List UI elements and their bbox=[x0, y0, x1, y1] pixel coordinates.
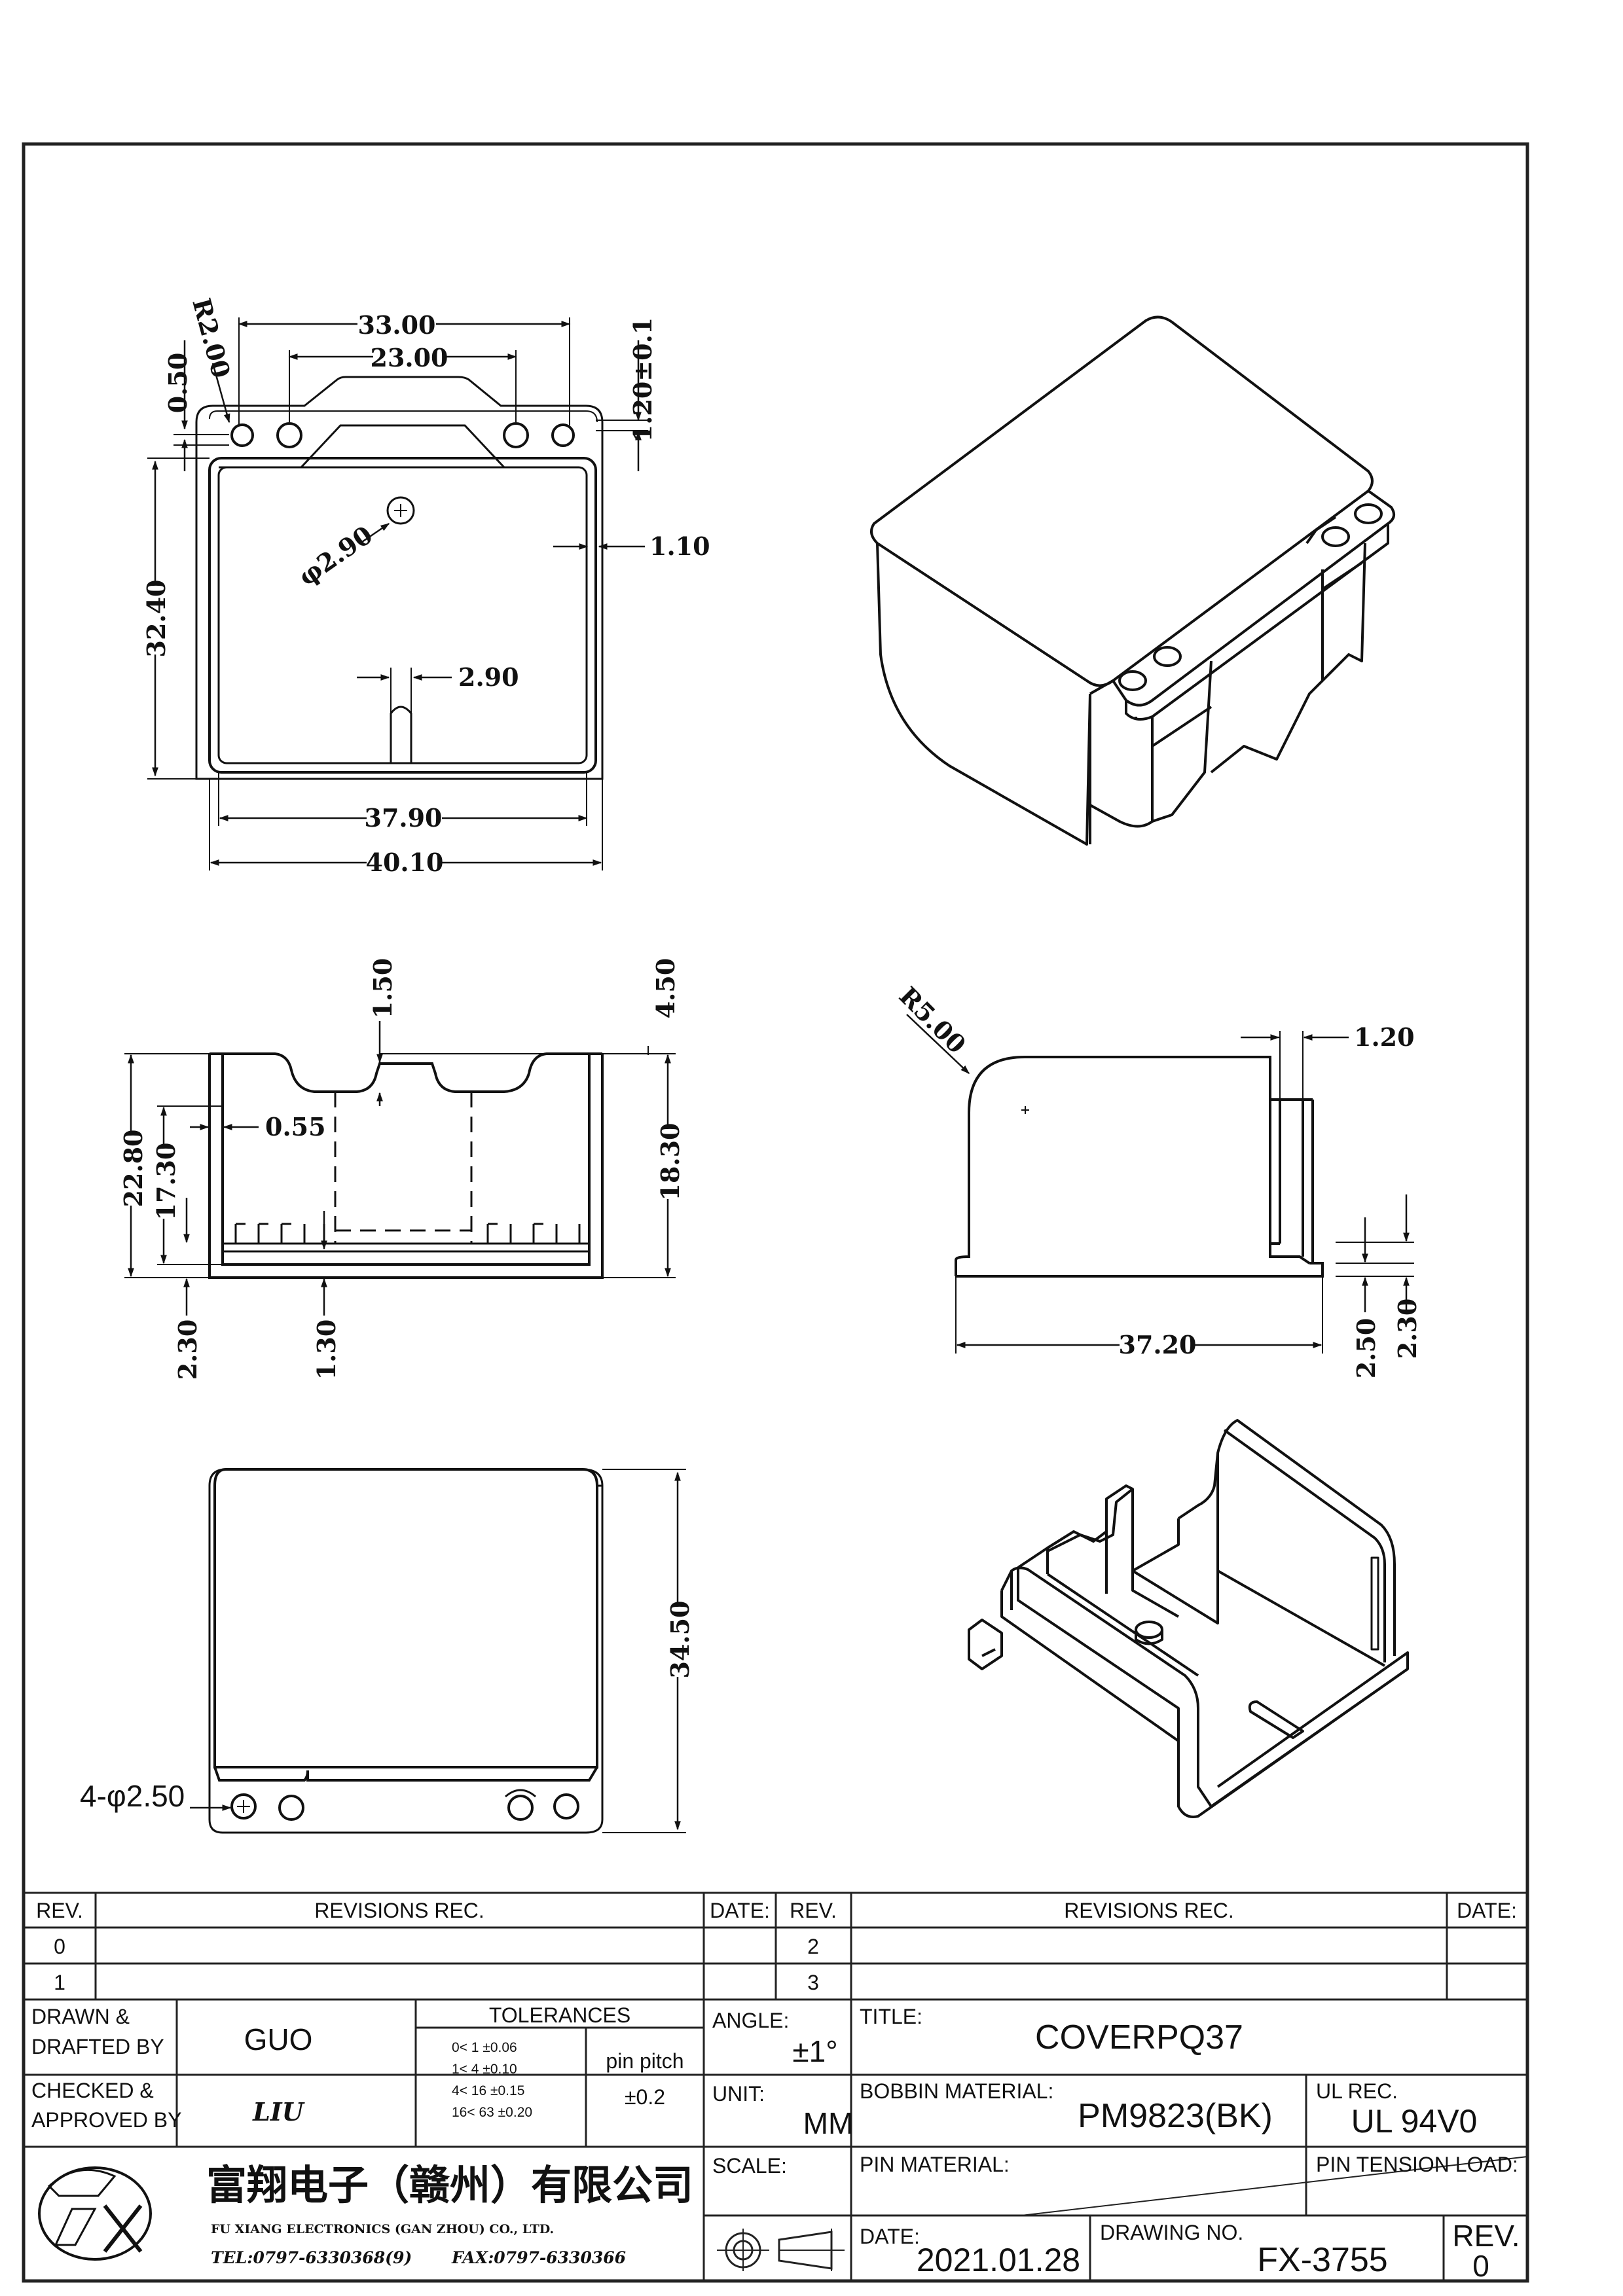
dim-1-20-side: 1.20 bbox=[1354, 1022, 1415, 1052]
rev-row-1: 1 bbox=[54, 1971, 65, 1994]
dim-phi-2-90: φ2.90 bbox=[293, 520, 378, 592]
dim-0-55: 0.55 bbox=[265, 1112, 326, 1141]
ul-rec-value: UL 94V0 bbox=[1351, 2103, 1478, 2140]
isometric-cover-view bbox=[870, 315, 1395, 846]
company-logo bbox=[38, 2166, 152, 2261]
rev-label: REV. bbox=[1452, 2219, 1520, 2253]
dim-23: 23.00 bbox=[371, 343, 448, 372]
date-value: 2021.01.28 bbox=[917, 2242, 1080, 2278]
rev-row-0: 0 bbox=[54, 1935, 65, 1958]
drawing-frame bbox=[22, 142, 1529, 2283]
unit-value: MM bbox=[803, 2106, 854, 2140]
dim-32-40: 32.40 bbox=[141, 580, 171, 658]
side-view-dimensions: R5.00 1.20 37.20 2.50 2.30 bbox=[894, 981, 1422, 1379]
tolerance-row-3: 16< 63 ±0.20 bbox=[452, 2105, 532, 2120]
pin-pitch-value: ±0.2 bbox=[625, 2085, 665, 2109]
tolerance-row-1: 1< 4 ±0.10 bbox=[452, 2062, 517, 2077]
pin-tension-label: PIN TENSION LOAD: bbox=[1316, 2153, 1518, 2176]
date-header-right: DATE: bbox=[1457, 1899, 1517, 1922]
dim-2-90: 2.90 bbox=[458, 662, 519, 692]
approvals: DRAWN & DRAFTED BY GUO CHECKED & APPROVE… bbox=[31, 2003, 684, 2132]
company-name-en: FU XIANG ELECTRONICS (GAN ZHOU) CO., LTD… bbox=[211, 2222, 554, 2236]
top-view bbox=[147, 317, 648, 870]
rev-header-right: REV. bbox=[790, 1899, 837, 1922]
tolerances-label: TOLERANCES bbox=[489, 2003, 630, 2027]
pin-pitch-label: pin pitch bbox=[606, 2049, 684, 2073]
dim-2-50: 2.50 bbox=[1351, 1318, 1381, 1379]
checked-label-2: APPROVED BY bbox=[31, 2108, 181, 2132]
drawn-value: GUO bbox=[244, 2022, 313, 2056]
dim-4-50: 4.50 bbox=[651, 958, 680, 1019]
angle-label: ANGLE: bbox=[712, 2009, 789, 2032]
rev-row-3: 3 bbox=[807, 1971, 819, 1994]
revision-table: REV. REVISIONS REC. DATE: REV. REVISIONS… bbox=[36, 1899, 1517, 1994]
side-view bbox=[906, 1014, 1414, 1354]
title-label: TITLE: bbox=[860, 2005, 922, 2028]
dim-22-80: 22.80 bbox=[119, 1130, 148, 1208]
title-cells: ANGLE: ±1° UNIT: MM SCALE: TITLE: COVERP… bbox=[712, 2005, 1520, 2283]
unit-label: UNIT: bbox=[712, 2082, 765, 2106]
bottom-view-dimensions: 34.50 4-φ2.50 bbox=[80, 1601, 695, 1814]
dim-r2: R2.00 bbox=[187, 295, 236, 382]
isometric-open-view bbox=[968, 1419, 1409, 1818]
top-view-dimensions: 33.00 23.00 1.20±0.1 0.50 R2.00 1.10 φ2.… bbox=[140, 295, 710, 877]
dim-1-50: 1.50 bbox=[368, 958, 397, 1019]
revisions-header-right: REVISIONS REC. bbox=[1064, 1899, 1234, 1922]
dim-1-30: 1.30 bbox=[312, 1319, 341, 1380]
front-view bbox=[124, 1021, 676, 1316]
pin-material-label: PIN MATERIAL: bbox=[860, 2153, 1010, 2176]
rev-value: 0 bbox=[1472, 2249, 1489, 2283]
dim-34-50: 34.50 bbox=[665, 1601, 695, 1679]
rev-header-left: REV. bbox=[36, 1899, 83, 1922]
company-info: 富翔电子（赣州）有限公司 FU XIANG ELECTRONICS (GAN Z… bbox=[206, 2161, 693, 2267]
company-name-cn: 富翔电子（赣州）有限公司 bbox=[206, 2161, 693, 2209]
angle-value: ±1° bbox=[792, 2034, 837, 2068]
dim-holes: 4-φ2.50 bbox=[80, 1779, 185, 1813]
rev-row-2: 2 bbox=[807, 1935, 819, 1958]
dim-1-10: 1.10 bbox=[649, 531, 710, 561]
dim-2-30-front: 2.30 bbox=[173, 1319, 202, 1380]
drawn-label-2: DRAFTED BY bbox=[31, 2035, 164, 2058]
checked-label-1: CHECKED & bbox=[31, 2079, 154, 2102]
dim-40-10: 40.10 bbox=[366, 848, 444, 877]
dim-1-20: 1.20±0.1 bbox=[628, 317, 657, 442]
tolerance-row-0: 0< 1 ±0.06 bbox=[452, 2040, 517, 2055]
drawing-no-label: DRAWING NO. bbox=[1100, 2221, 1243, 2244]
company-tel: TEL:0797-6330368(9) bbox=[211, 2248, 412, 2267]
dim-18-30: 18.30 bbox=[655, 1123, 685, 1201]
company-fax: FAX:0797-6330366 bbox=[451, 2248, 626, 2267]
date-header-left: DATE: bbox=[710, 1899, 770, 1922]
bottom-view bbox=[190, 1468, 686, 1834]
dim-33: 33.00 bbox=[358, 310, 436, 340]
dim-r5: R5.00 bbox=[894, 981, 972, 1060]
dim-2-30-side: 2.30 bbox=[1393, 1299, 1422, 1359]
dim-0-50: 0.50 bbox=[163, 353, 192, 414]
bobbin-material-label: BOBBIN MATERIAL: bbox=[860, 2079, 1053, 2103]
drawing-no-value: FX-3755 bbox=[1257, 2241, 1387, 2279]
checked-value: LIU bbox=[252, 2097, 305, 2126]
dim-37-20: 37.20 bbox=[1119, 1330, 1197, 1359]
tolerance-row-2: 4< 16 ±0.15 bbox=[452, 2083, 524, 2098]
revisions-header-left: REVISIONS REC. bbox=[314, 1899, 484, 1922]
title-value: COVERPQ37 bbox=[1035, 2018, 1243, 2056]
scale-label: SCALE: bbox=[712, 2154, 787, 2178]
date-label: DATE: bbox=[860, 2225, 920, 2248]
title-block bbox=[24, 1892, 1528, 2281]
dim-37-90: 37.90 bbox=[365, 803, 443, 833]
dim-17-30: 17.30 bbox=[151, 1143, 181, 1221]
ul-rec-label: UL REC. bbox=[1316, 2079, 1398, 2103]
drawn-label-1: DRAWN & bbox=[31, 2005, 130, 2028]
bobbin-material-value: PM9823(BK) bbox=[1078, 2097, 1273, 2135]
front-view-dimensions: 1.50 4.50 22.80 17.30 0.55 18.30 2.30 1.… bbox=[117, 958, 685, 1380]
